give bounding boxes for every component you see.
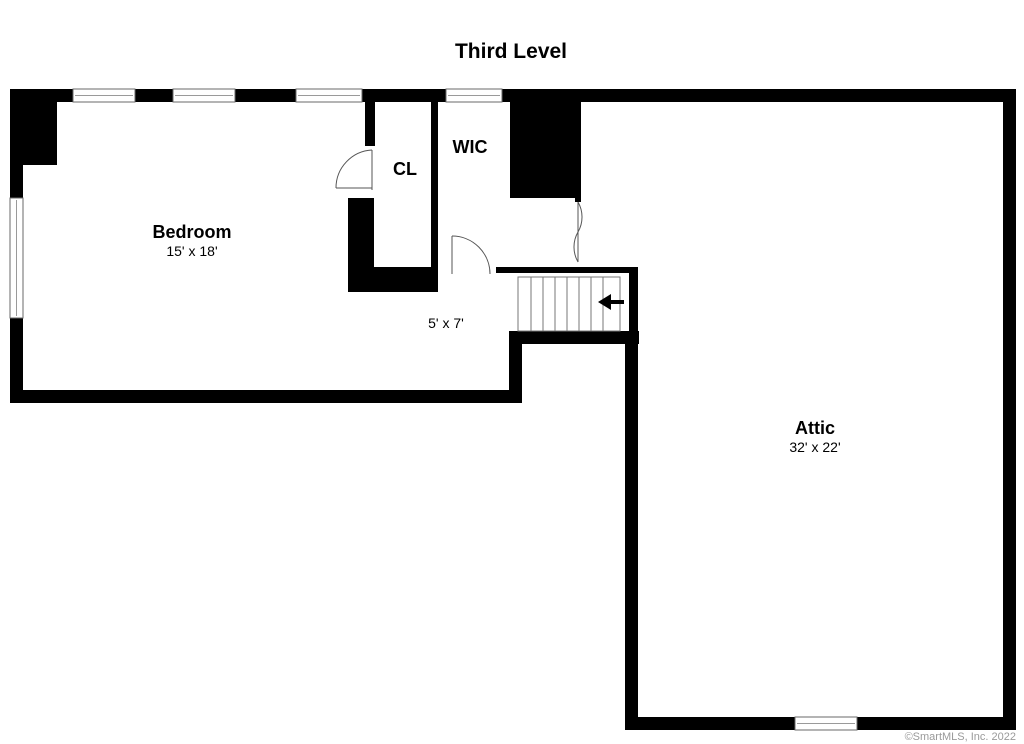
doors [335, 149, 583, 275]
bedroom-dimensions: 15' x 18' [166, 243, 217, 259]
window-icon [445, 88, 503, 103]
stair-direction-arrow-icon [598, 294, 624, 310]
attic-dimensions: 32' x 22' [789, 439, 840, 455]
closet-wall-bottom [348, 267, 438, 292]
chimney-block-left [10, 89, 57, 165]
stair-wall-right [629, 267, 638, 344]
window-icon [172, 88, 236, 103]
attic-label: Attic [795, 418, 835, 438]
hall-dimensions: 5' x 7' [428, 315, 464, 331]
window-icon [794, 716, 858, 731]
wic-label: WIC [453, 137, 488, 157]
copyright-notice: ©SmartMLS, Inc. 2022 [905, 731, 1016, 743]
window-icon [9, 197, 24, 319]
wall-notch-vertical [509, 331, 522, 403]
wall-attic-right [1003, 89, 1016, 730]
interior-walls [10, 89, 638, 344]
bedroom-label: Bedroom [152, 222, 231, 242]
window-icon [72, 88, 136, 103]
stair-wall-top [496, 267, 637, 273]
closet-wic-divider [431, 96, 438, 270]
wall-attic-left [625, 331, 638, 730]
window-icon [295, 88, 363, 103]
exterior-walls [10, 89, 1016, 730]
wall-top-right [502, 89, 1016, 102]
closet-door-icon [335, 149, 373, 190]
wall-bedroom-bottom [10, 390, 522, 403]
closet-label: CL [393, 159, 417, 179]
closet-wall-upper [365, 96, 375, 146]
windows [9, 88, 858, 731]
wall-notch-horizontal [509, 331, 639, 344]
attic-partition-upper [575, 96, 581, 202]
hall-door-icon [451, 235, 491, 275]
attic-door-icon [573, 201, 583, 263]
chimney-block-wic [510, 96, 580, 198]
floor-title: Third Level [455, 40, 567, 63]
